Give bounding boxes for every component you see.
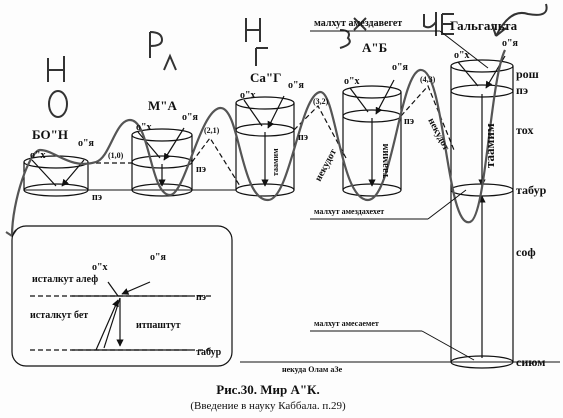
tabur-label: табур (516, 183, 547, 197)
top-annotation: малхут амездавегет (310, 18, 489, 69)
sium-label: сиюм (516, 355, 545, 369)
world-title-ab: А"Б (362, 40, 387, 55)
pe-label: пэ (92, 192, 102, 203)
istalkut-alef-label: исталкут алеф (32, 274, 98, 285)
annotation-lines (240, 189, 560, 363)
coord-label: (3,2) (313, 97, 329, 106)
toch-label: тох (516, 123, 533, 137)
taamim-label: таамим (271, 148, 280, 176)
handwritten-arrow (495, 3, 548, 37)
caption-subtitle: (Введение в науку Каббала. п.29) (190, 400, 346, 412)
inset-arrows (72, 281, 190, 351)
ox-label: о"х (454, 50, 470, 61)
inset-tabur-label: табур (196, 347, 222, 358)
inner-arrows (31, 55, 506, 358)
pe-label: пэ (196, 164, 206, 175)
handwritten-letter (149, 31, 164, 58)
itpashtut-label: итпаштут (136, 320, 181, 331)
inset-pe-label: пэ (196, 292, 206, 303)
pe-right-label: пэ (516, 83, 528, 97)
nekudot-label: некудот (313, 147, 339, 183)
world-title-bon: БО"Н (32, 127, 68, 142)
pe-label: пэ (298, 132, 308, 143)
ox-label: о"х (136, 122, 152, 133)
ox-label: о"х (240, 90, 256, 101)
handwritten-letter (255, 47, 268, 66)
caption-title: Рис.30. Мир А"К. (216, 382, 319, 397)
coord-label: (4,3) (420, 75, 436, 84)
oya-label: о"я (78, 138, 95, 149)
world-title-ma: М"А (148, 98, 177, 113)
handwritten-letter (423, 12, 454, 36)
nekuda-olam-aze-label: некуда Олам аЗе (282, 365, 343, 374)
oya-label: о"я (288, 80, 305, 91)
oya-label: о"я (182, 112, 199, 123)
handwritten-letter (245, 18, 261, 42)
world-title-sag: Са"Г (250, 70, 281, 85)
handwritten-letter (353, 17, 367, 31)
coord-label: (1,0) (108, 151, 124, 160)
world-title-galgalta: Гальгальта (450, 18, 518, 33)
handwritten-letter (48, 90, 68, 118)
dashed-transitions (30, 84, 455, 351)
taamim-label: таамим (482, 123, 497, 168)
istalkut-bet-label: исталкут бет (30, 310, 88, 321)
taamim-label: таамим (380, 143, 391, 178)
ox-label: о"х (30, 150, 46, 161)
malkhut-amezdaveget-label: малхут амездавегет (314, 18, 402, 29)
malkhut-amezdakhekhet-label: малхут амездахехет (314, 207, 384, 216)
ox-label: о"х (344, 76, 360, 87)
handwritten-letter (163, 53, 177, 71)
inset-ox-label: о"х (92, 262, 108, 273)
light-wave (10, 49, 506, 237)
rosh-label: рош (516, 67, 539, 81)
oya-label: о"я (392, 62, 409, 73)
inset-oya-label: о"я (150, 252, 167, 263)
malkhut-amesaemet-label: малхут амесаемет (314, 319, 379, 328)
oya-label: о"я (502, 38, 519, 49)
coord-label: (2,1) (204, 126, 220, 135)
pe-label: пэ (404, 116, 414, 127)
handwritten-letter (47, 56, 65, 82)
inset-box (11, 225, 233, 367)
handwritten-letter (339, 29, 351, 49)
sof-label: соф (516, 245, 536, 259)
